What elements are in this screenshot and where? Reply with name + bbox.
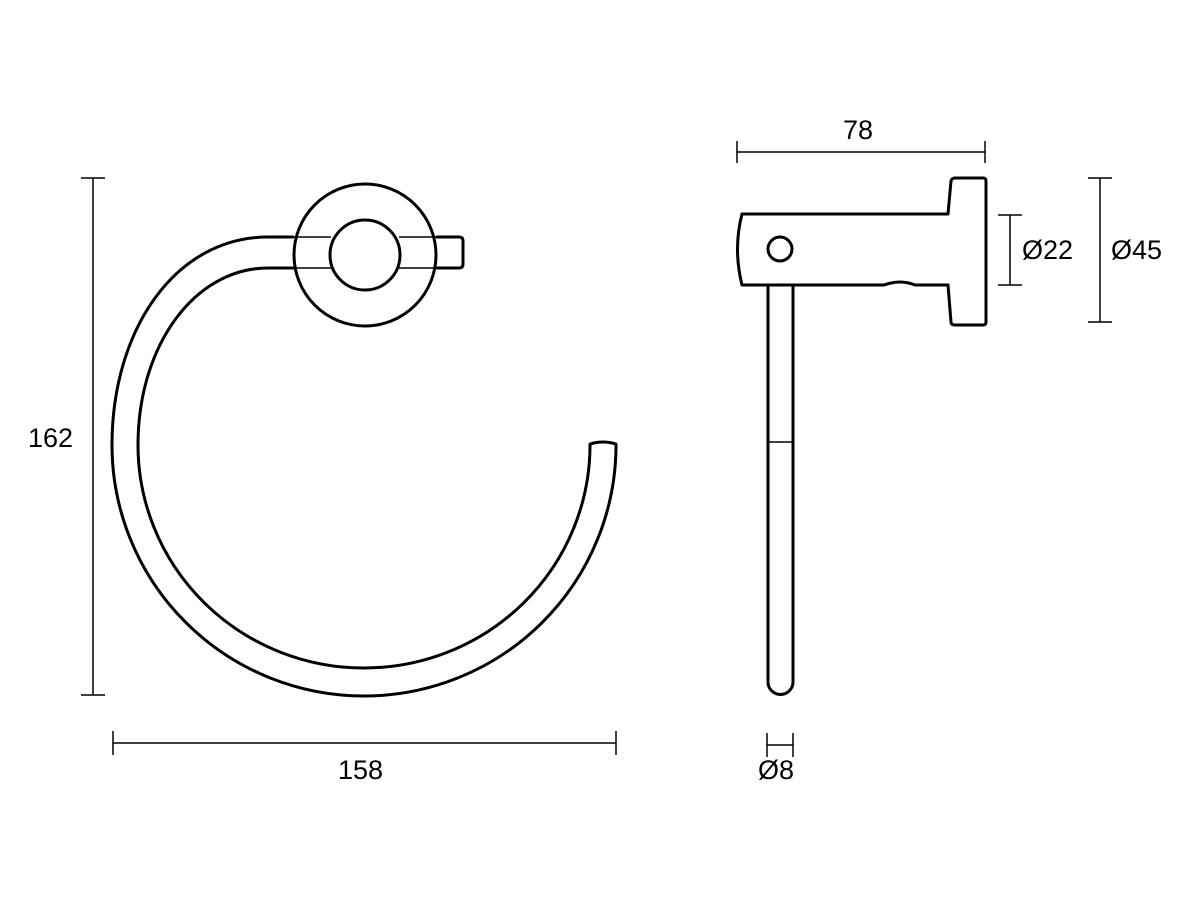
dimension-depth: 78	[736, 115, 986, 163]
width-label: 158	[338, 755, 383, 785]
plate-diameter-label: Ø45	[1111, 235, 1162, 265]
height-label: 162	[28, 423, 73, 453]
front-view	[110, 182, 618, 698]
wall-plate	[292, 182, 438, 328]
mount-post	[328, 218, 402, 292]
ring-rod-side	[766, 284, 795, 696]
depth-label: 78	[843, 115, 873, 145]
dimension-height: 162	[28, 177, 105, 696]
ring-outer-edge	[110, 235, 618, 698]
set-screw-hole	[766, 235, 794, 263]
side-view	[736, 176, 988, 696]
dimension-plate-diameter: Ø45	[1088, 177, 1162, 323]
ring-end-cap	[588, 440, 618, 449]
rod-diameter-label: Ø22	[1022, 235, 1073, 265]
bar-end	[435, 235, 465, 270]
dimension-rod-diameter: Ø22	[998, 214, 1073, 286]
rod-body	[736, 212, 950, 287]
wall-plate-side	[946, 176, 988, 327]
dimension-width: 158	[112, 731, 617, 785]
ring-diameter-label: Ø8	[758, 755, 794, 785]
dimension-ring-diameter: Ø8	[758, 733, 794, 785]
ring-inner-edge	[136, 266, 592, 670]
